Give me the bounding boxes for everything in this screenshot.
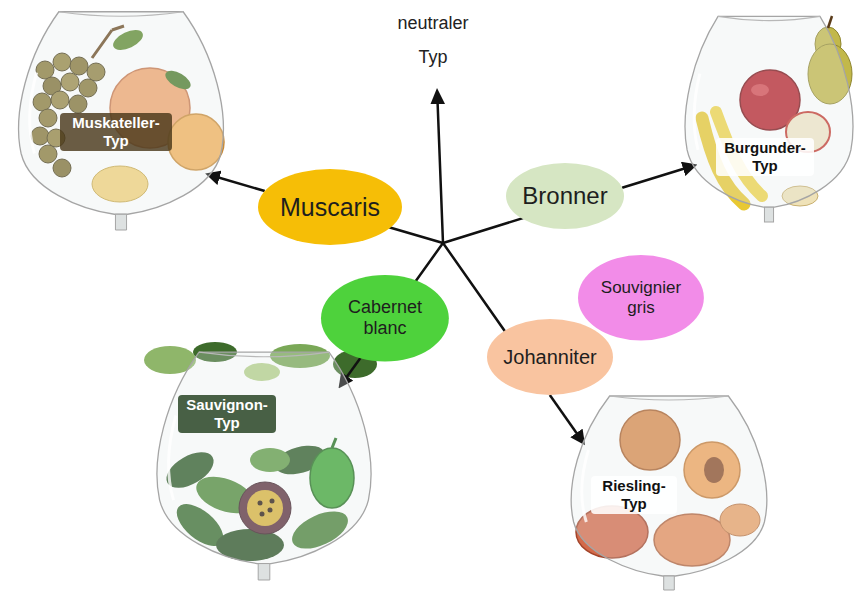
- glass-rim: [199, 352, 329, 357]
- ellipse-fill: [487, 319, 613, 395]
- glass-bowl: [19, 12, 224, 215]
- glass-highlight: [30, 73, 37, 154]
- type-label: Burgunder- Typ: [716, 138, 814, 176]
- variety-ellipse: Bronner: [506, 163, 624, 229]
- glass-highlight: [169, 416, 176, 501]
- glass-rim: [718, 16, 820, 20]
- wine-glass: Riesling- Typ: [563, 390, 775, 590]
- variety-name: Muscaris: [280, 193, 380, 222]
- ellipse-fill: [506, 163, 624, 229]
- variety-name: Bronner: [522, 182, 607, 210]
- type-label: Muskateller- Typ: [60, 113, 172, 151]
- glass-stem: [764, 207, 773, 222]
- pear-apple-banana: [828, 16, 832, 28]
- ellipse-fill: [258, 169, 402, 245]
- variety-ellipse: Cabernet blanc: [321, 275, 449, 362]
- variety-ellipse: Muscaris: [258, 169, 402, 245]
- wine-glass: Burgunder- Typ: [678, 10, 860, 222]
- glass-stem: [115, 214, 126, 230]
- glass-bowl: [571, 396, 767, 576]
- glass-outline: [678, 10, 860, 222]
- flavor-arrow: [622, 166, 692, 187]
- ellipse-fill: [321, 275, 449, 362]
- variety-ellipse: Souvignier gris: [578, 255, 704, 340]
- type-label: Sauvignon- Typ: [178, 395, 276, 433]
- type-label: neutraler Typ: [383, 6, 483, 74]
- wine-glass: Sauvignon- Typ: [148, 345, 380, 580]
- ellipse-fill: [578, 255, 704, 340]
- glass-bowl: [685, 16, 853, 207]
- glass-highlight: [694, 74, 700, 150]
- glass-rim: [610, 396, 729, 400]
- glass-bowl: [157, 352, 371, 564]
- glass-highlight: [582, 450, 589, 522]
- variety-name: Johanniter: [503, 346, 596, 369]
- glass-outline: [148, 345, 380, 580]
- flavor-arrow: [211, 175, 265, 191]
- type-label: Riesling- Typ: [591, 476, 677, 514]
- variety-ellipse: Johanniter: [487, 319, 613, 395]
- glass-stem: [664, 576, 675, 590]
- arrow-head: [431, 88, 446, 104]
- glass-stem: [258, 564, 270, 580]
- hub-line: [438, 103, 443, 243]
- glass-rim: [59, 12, 183, 17]
- variety-name: Souvignier gris: [593, 278, 689, 317]
- wine-glass: Muskateller- Typ: [10, 5, 232, 230]
- variety-name: Cabernet blanc: [337, 297, 433, 338]
- flavor-arrow: [550, 395, 582, 440]
